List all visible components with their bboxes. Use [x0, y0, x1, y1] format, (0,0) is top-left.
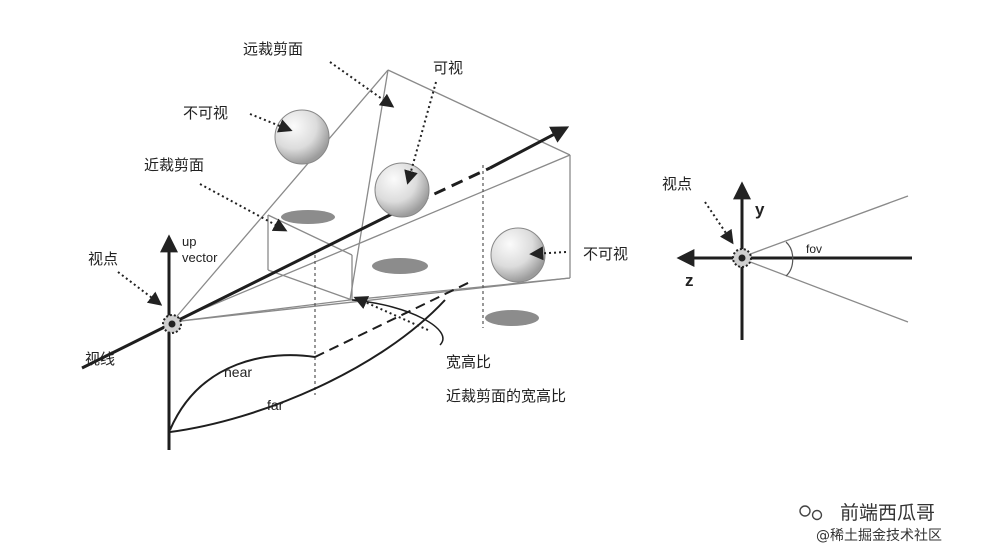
- shadow-right-sphere: [485, 310, 539, 326]
- aspect-ratio-bracket: [351, 299, 444, 346]
- sphere-visible: [374, 162, 430, 218]
- label-far: far: [267, 397, 284, 413]
- label-far-clip-plane: 远裁剪面: [243, 40, 303, 58]
- watermark: 前端西瓜哥 @稀土掘金技术社区: [799, 502, 942, 544]
- label-invisible-top: 不可视: [183, 104, 228, 122]
- label-z-axis: z: [685, 271, 694, 290]
- label-vector: vector: [182, 250, 218, 265]
- side-viewpoint-pointer: [704, 201, 734, 245]
- frustum-edges: [171, 69, 571, 323]
- watermark-credit: @稀土掘金技术社区: [816, 528, 942, 544]
- label-aspect-ratio: 宽高比: [446, 353, 491, 371]
- fov-arc: [785, 241, 794, 277]
- label-near: near: [224, 364, 252, 380]
- fov-cone: [744, 195, 909, 323]
- label-fov: fov: [806, 242, 822, 256]
- label-near-plane-aspect-ratio: 近裁剪面的宽高比: [446, 387, 566, 405]
- label-pointers: [117, 61, 567, 331]
- side-view-diagram: 视点 y z fov: [662, 175, 912, 340]
- label-line-of-sight: 视线: [85, 350, 115, 368]
- label-near-clip-plane: 近裁剪面: [144, 156, 204, 174]
- shadow-center-sphere: [372, 258, 428, 274]
- frustum-3d: 远裁剪面 可视 不可视 近裁剪面 视点 up vector 视线 near fa…: [81, 40, 628, 450]
- watermark-account: 前端西瓜哥: [840, 502, 935, 524]
- sphere-invisible-top: [274, 109, 330, 165]
- side-viewpoint-eye-icon: [732, 248, 752, 268]
- label-viewpoint: 视点: [88, 250, 118, 268]
- shadow-near-sphere: [281, 210, 335, 224]
- label-invisible-right: 不可视: [583, 245, 628, 263]
- line-of-sight-axis: [81, 126, 570, 370]
- viewpoint-eye-icon: [162, 314, 182, 334]
- distance-verticals: [314, 165, 484, 395]
- label-y-axis: y: [755, 200, 765, 219]
- label-visible: 可视: [433, 59, 463, 77]
- side-label-viewpoint: 视点: [662, 175, 692, 193]
- sphere-invisible-right: [490, 227, 546, 283]
- wechat-icon: [799, 505, 823, 521]
- label-up: up: [182, 234, 196, 249]
